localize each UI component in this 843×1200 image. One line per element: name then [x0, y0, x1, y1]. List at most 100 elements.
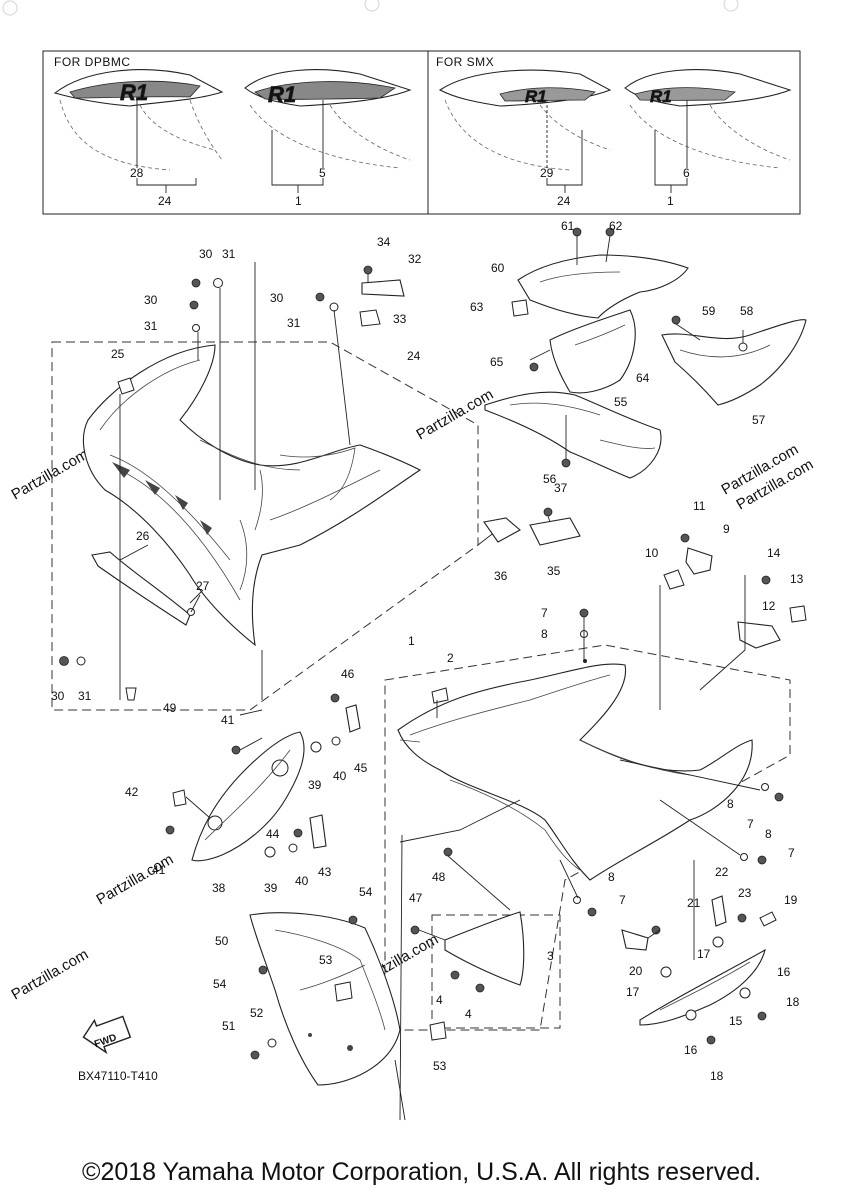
callout-28: 28 — [130, 166, 144, 180]
label-20: 20 — [629, 964, 643, 978]
screw-47 — [410, 925, 420, 935]
panel-3 — [444, 911, 525, 986]
label-15: 15 — [729, 1014, 743, 1028]
screw-30a — [191, 278, 201, 288]
screw-54a — [348, 915, 358, 925]
hardware-lower-center — [250, 847, 525, 1060]
screw-30b — [189, 300, 199, 310]
part-number-labels: 30 31 30 31 30 31 34 32 33 24 25 26 27 3… — [51, 219, 804, 1083]
hardware-upper-left — [59, 265, 405, 701]
label-17: 17 — [626, 985, 640, 999]
label-26: 26 — [136, 529, 150, 543]
bracket-55 — [484, 391, 662, 479]
label-37: 37 — [554, 481, 568, 495]
screw-14 — [761, 575, 771, 585]
label-62: 62 — [609, 219, 623, 233]
label-30: 30 — [270, 291, 284, 305]
inset-panels: FOR DPBMC FOR SMX R1 R1 R1 — [42, 50, 801, 215]
clip-19 — [759, 911, 777, 927]
label-42: 42 — [125, 785, 139, 799]
screw-7d — [587, 907, 597, 917]
washer-31b — [192, 324, 200, 332]
screw-4b — [475, 983, 485, 993]
label-34: 34 — [377, 235, 391, 249]
label-48: 48 — [432, 870, 446, 884]
label-63: 63 — [470, 300, 484, 314]
label-7: 7 — [619, 893, 626, 907]
label-40: 40 — [333, 769, 347, 783]
side-cowling-24 — [82, 344, 422, 647]
watermark-text: Partzilla.com — [9, 446, 92, 504]
bracket-45 — [345, 704, 361, 733]
label-40: 40 — [295, 874, 309, 888]
callout-1: 1 — [295, 194, 302, 208]
label-23: 23 — [738, 886, 752, 900]
grommet-39a — [310, 741, 322, 753]
screw-27 — [187, 594, 201, 616]
bracket-9 — [685, 547, 713, 575]
screw-18b — [706, 1035, 716, 1045]
washer-31a — [213, 278, 223, 288]
fwd-arrow: FWD — [82, 1015, 132, 1055]
label-16: 16 — [777, 965, 791, 979]
screw-48 — [443, 847, 453, 857]
screw-18a — [757, 1011, 767, 1021]
decal-lettering: R1 — [120, 80, 148, 105]
screw-30d — [59, 656, 69, 666]
decal-dpbmc-left: R1 — [53, 69, 224, 171]
watermark-text: Partzilla.com — [9, 946, 92, 1004]
callout-29: 29 — [540, 166, 554, 180]
panel-60 — [517, 254, 689, 319]
label-11: 11 — [693, 499, 706, 513]
nut-10 — [663, 569, 685, 590]
label-24: 24 — [407, 349, 421, 363]
grommet-17a — [712, 936, 724, 948]
watermark-text: Partzilla.com — [94, 851, 177, 909]
label-31: 31 — [144, 319, 158, 333]
screw-65 — [529, 362, 539, 372]
hardware-lower-left — [165, 693, 361, 858]
label-36: 36 — [494, 569, 508, 583]
nut-58 — [738, 342, 748, 352]
decal-lettering: R1 — [525, 87, 547, 106]
label-22: 22 — [715, 865, 729, 879]
label-14: 14 — [767, 546, 781, 560]
side-panel-38 — [191, 731, 305, 862]
label-53: 53 — [433, 1059, 447, 1073]
label-39: 39 — [308, 778, 322, 792]
label-4: 4 — [465, 1007, 472, 1021]
nut-53a — [334, 981, 353, 1002]
screw-46 — [330, 693, 340, 703]
bracket-32 — [361, 279, 405, 297]
label-7: 7 — [541, 606, 548, 620]
label-64: 64 — [636, 371, 650, 385]
screw-7b — [774, 792, 784, 802]
under-cowling-50 — [249, 912, 401, 1086]
label-61: 61 — [561, 219, 575, 233]
screw-7a — [579, 608, 589, 618]
label-1: 1 — [408, 634, 415, 648]
callout-5: 5 — [319, 166, 326, 180]
collar-16a — [739, 987, 751, 999]
callout-1: 1 — [667, 194, 674, 208]
label-51: 51 — [222, 1019, 236, 1033]
clip-2 — [431, 687, 449, 704]
label-45: 45 — [354, 761, 368, 775]
label-56: 56 — [543, 472, 557, 486]
nut-33 — [359, 309, 381, 327]
label-27: 27 — [196, 579, 210, 593]
callout-24: 24 — [158, 194, 172, 208]
bracket-12 — [737, 621, 781, 649]
label-52: 52 — [250, 1006, 264, 1020]
label-46: 46 — [341, 667, 355, 681]
label-53: 53 — [319, 953, 333, 967]
collar-40a — [331, 736, 341, 746]
decal-smx-left: R1 — [438, 69, 612, 171]
bracket-26 — [91, 551, 191, 626]
label-10: 10 — [645, 546, 659, 560]
label-33: 33 — [393, 312, 407, 326]
screw-51 — [250, 1050, 260, 1060]
label-9: 9 — [723, 522, 730, 536]
label-54: 54 — [359, 885, 373, 899]
